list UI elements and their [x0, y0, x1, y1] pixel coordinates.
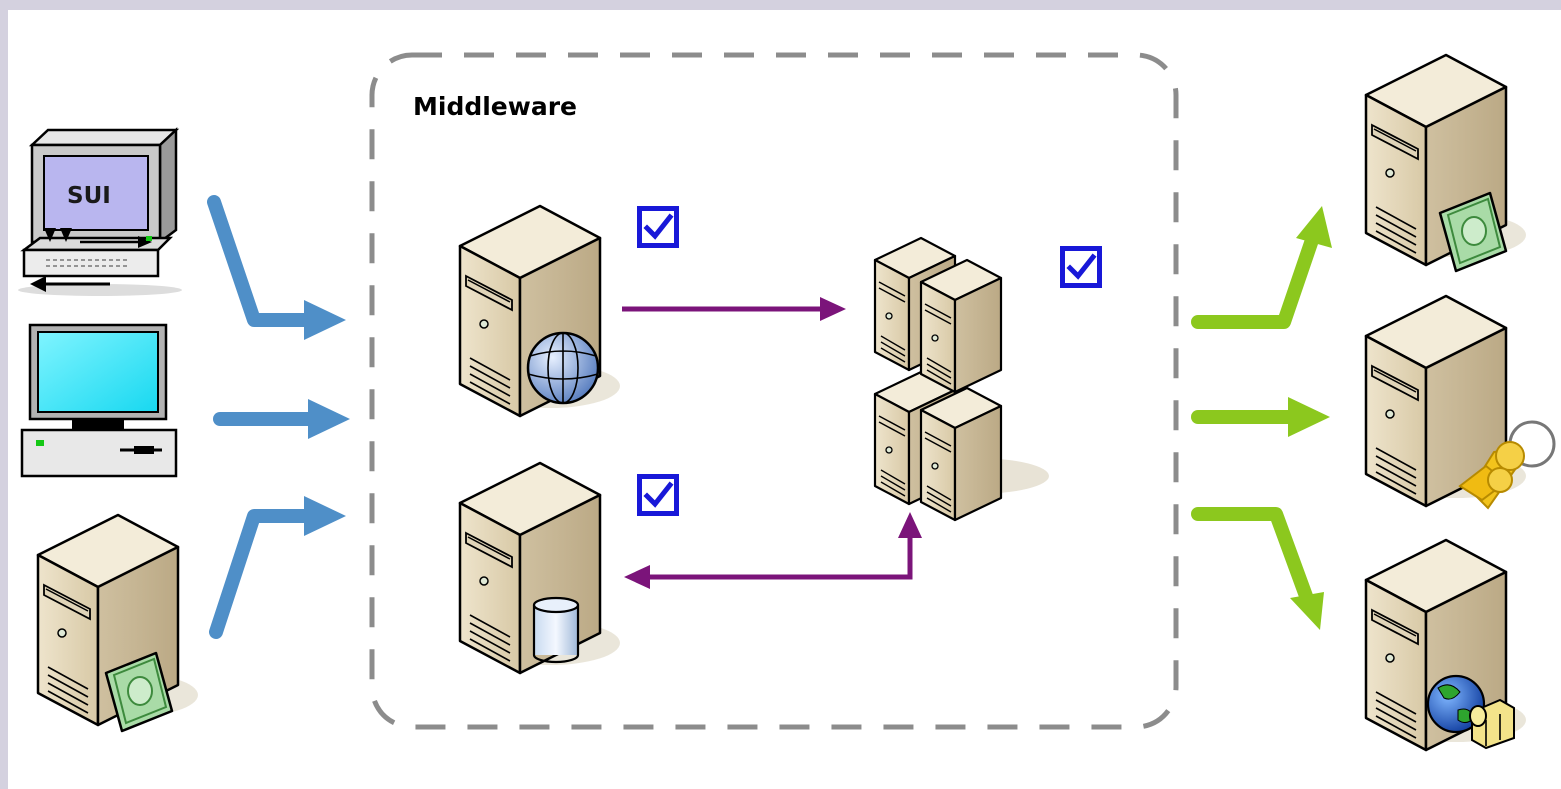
terminal-screen-label: SUI — [67, 183, 111, 209]
database-server-icon — [458, 461, 622, 675]
output-arrow-bottom — [1191, 507, 1324, 630]
checkbox-icon — [1060, 246, 1102, 288]
terminal-icon — [18, 127, 182, 296]
middleware-label: Middleware — [413, 92, 578, 121]
key-icon — [1458, 420, 1556, 510]
middleware-boundary — [369, 52, 1179, 730]
output-arrow-middle — [1191, 397, 1330, 437]
desktop-computer-icon — [20, 323, 178, 478]
server-cluster-icon — [873, 236, 1049, 522]
input-arrow-top — [207, 195, 346, 340]
web-globe-server-icon — [1364, 538, 1528, 752]
globe-icon — [526, 331, 600, 405]
payment-server-icon — [36, 513, 200, 733]
payment-server-icon — [1364, 53, 1528, 273]
web-server-icon — [458, 204, 622, 418]
film-reel-icon — [1469, 698, 1515, 750]
key-server-icon — [1364, 294, 1556, 510]
checkbox-icon — [637, 206, 679, 248]
database-cylinder-icon — [532, 596, 580, 664]
checkbox-icon — [637, 474, 679, 516]
internal-arrow-web-to-cluster — [622, 297, 846, 321]
output-arrow-top — [1191, 206, 1332, 329]
internal-arrow-db-cluster — [624, 512, 922, 589]
input-arrow-bottom — [209, 496, 346, 639]
input-arrow-middle — [213, 399, 350, 439]
diagram-background — [8, 10, 1561, 789]
